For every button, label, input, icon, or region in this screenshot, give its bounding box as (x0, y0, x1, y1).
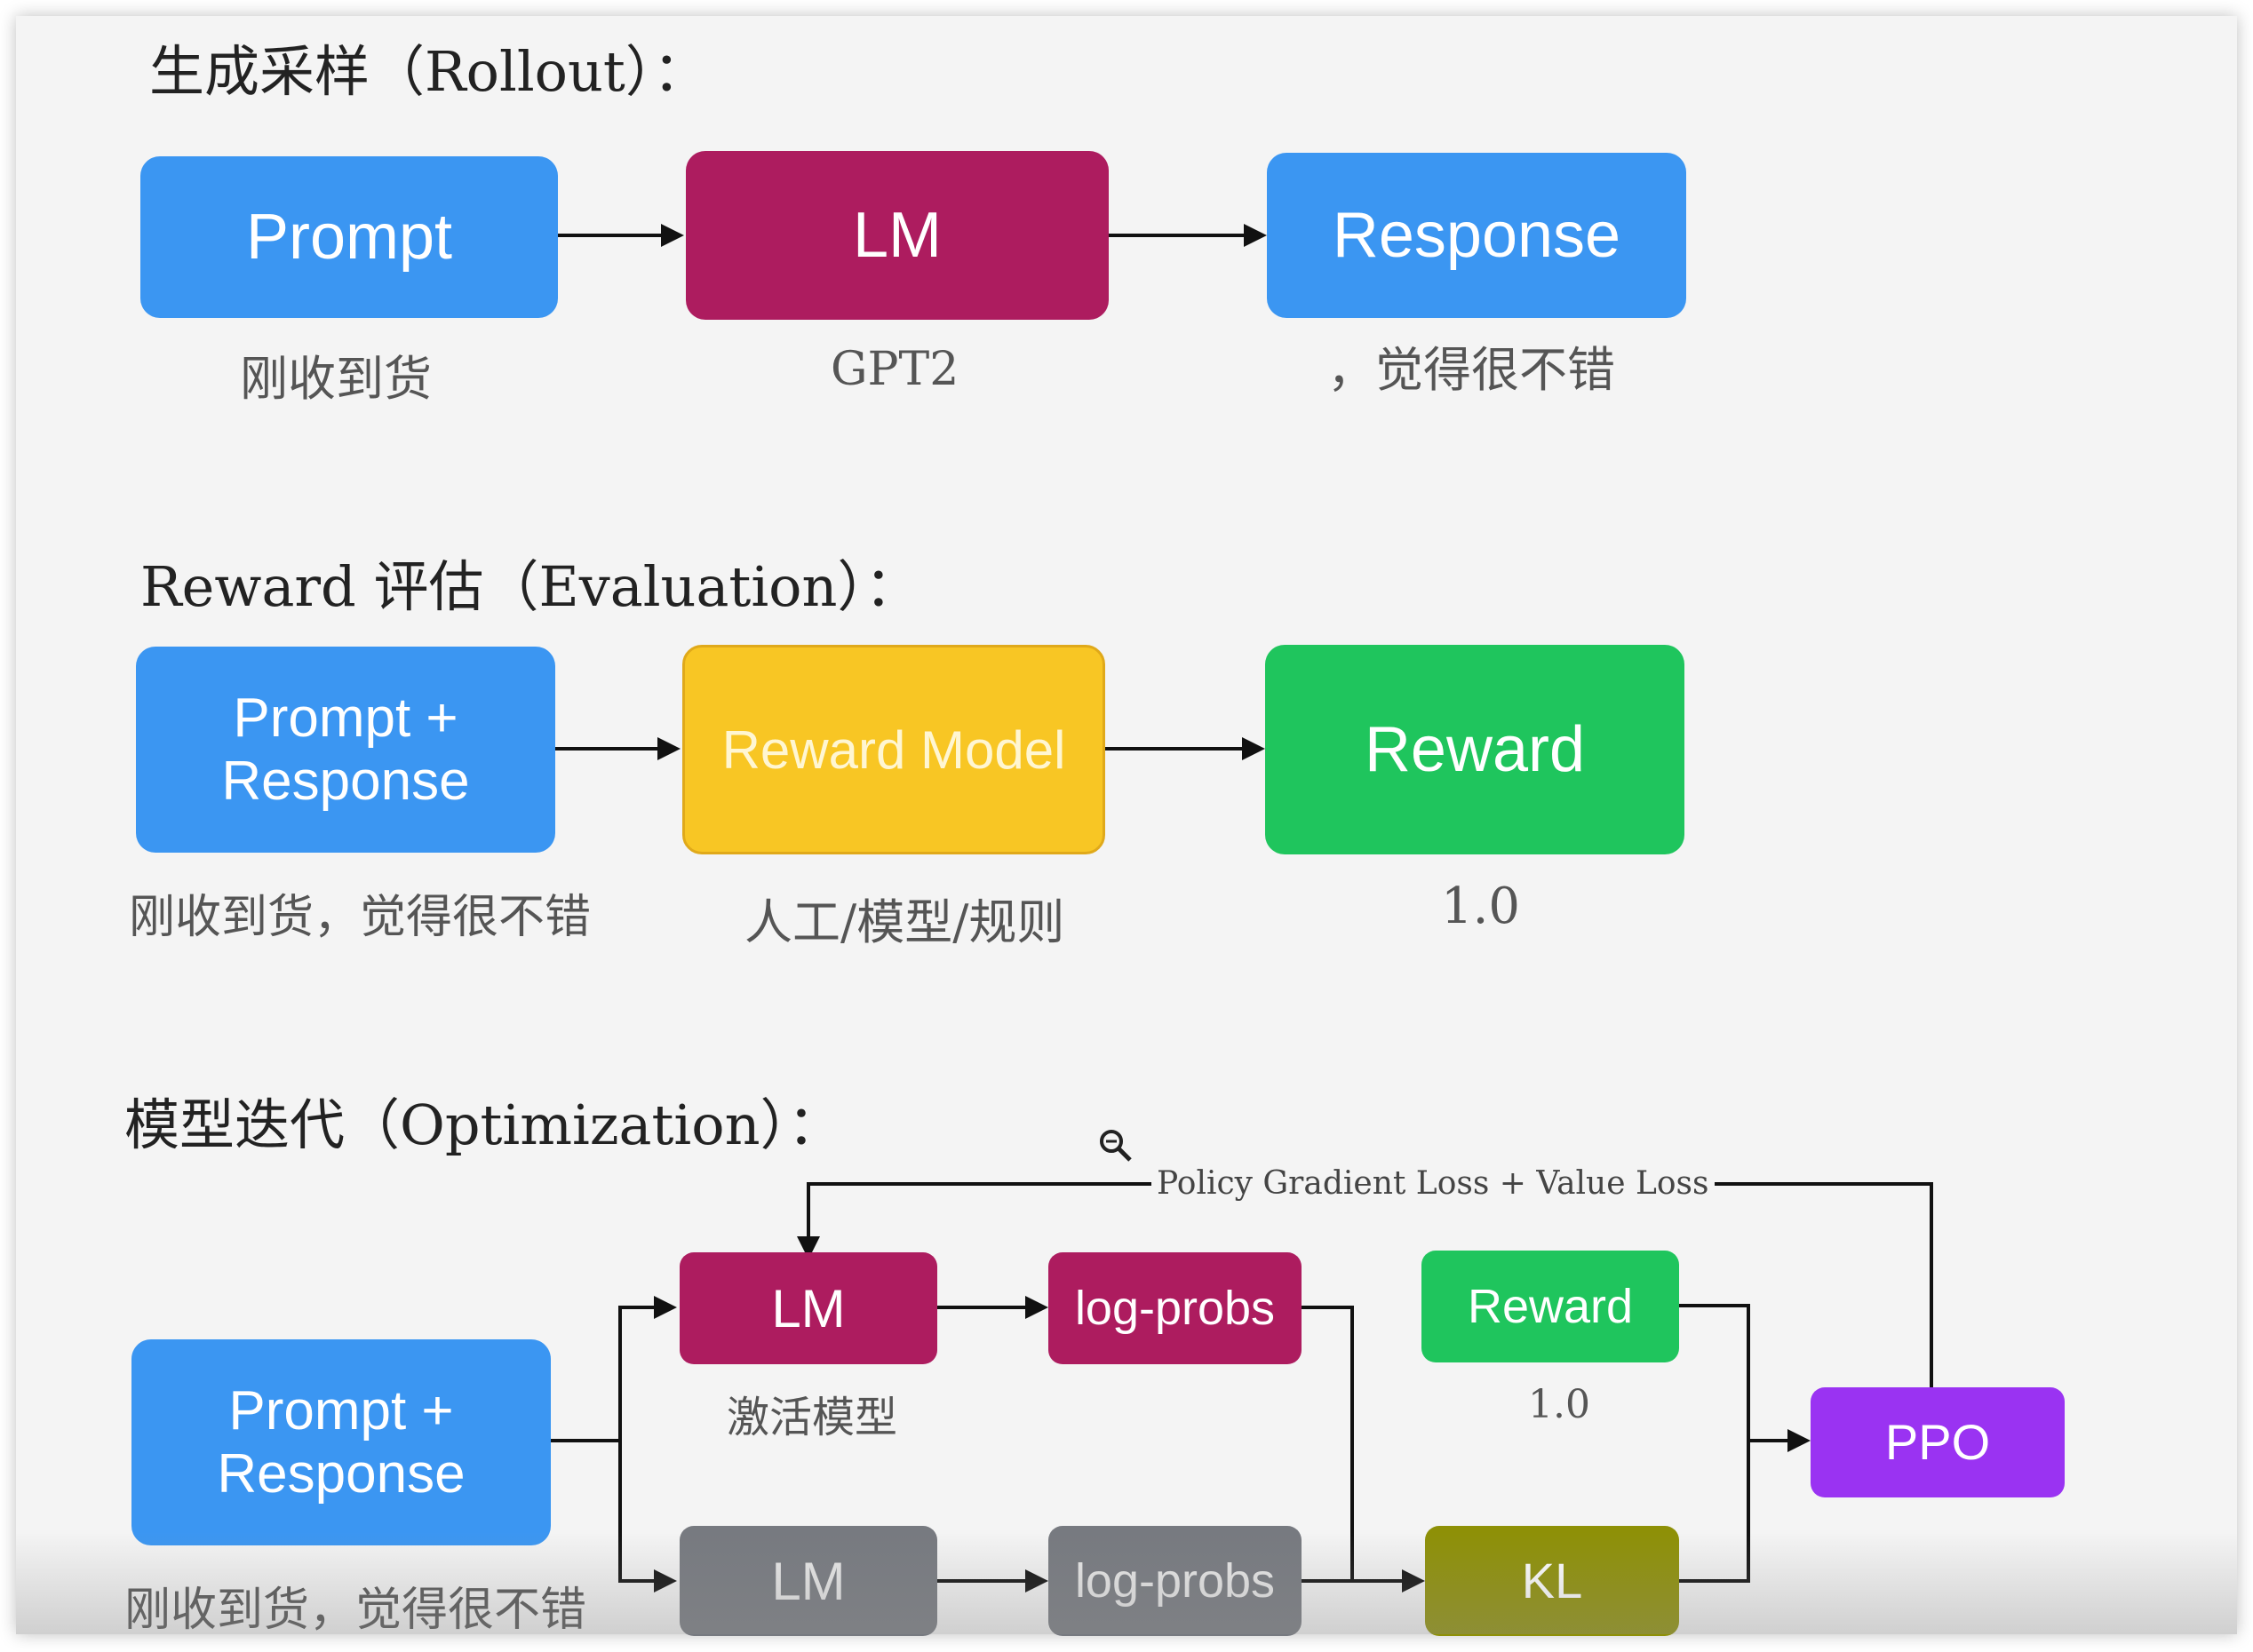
reward-model-box: Reward Model (682, 645, 1105, 854)
evaluation-input-caption: 刚收到货，觉得很不错 (129, 891, 592, 944)
prompt-response-box: Prompt + Response (136, 647, 555, 853)
arrowhead (657, 737, 681, 760)
arrow-input-to-ref-lm (618, 1441, 657, 1583)
active-lm-caption: 激活模型 (727, 1393, 898, 1442)
arrowhead (1242, 737, 1265, 760)
prompt-box: Prompt (140, 156, 558, 318)
section-title-rollout: 生成采样（Rollout）： (149, 39, 708, 104)
optimization-reward-box: Reward (1421, 1251, 1679, 1362)
arrowhead (1402, 1569, 1425, 1592)
response-box: Response (1267, 153, 1686, 318)
loss-label: Policy Gradient Loss + Value Loss (1151, 1165, 1715, 1202)
ppo-box: PPO (1811, 1387, 2065, 1497)
optimization-reward-caption: 1.0 (1528, 1382, 1590, 1427)
lm-box: LM (686, 151, 1109, 320)
reference-lm-box: LM (680, 1526, 937, 1636)
arrow-input-split (551, 1306, 657, 1442)
kl-box: KL (1425, 1526, 1679, 1636)
arrow-active-logprobs-to-kl (1302, 1306, 1354, 1581)
optimization-input-box: Prompt + Response (131, 1339, 551, 1545)
arrowhead (654, 1296, 677, 1319)
arrowhead (1025, 1569, 1048, 1592)
arrow-reward-to-ppo (1679, 1304, 1790, 1442)
optimization-input-caption: 刚收到货，觉得很不错 (124, 1584, 587, 1637)
arrowhead (1244, 224, 1267, 247)
reward-model-caption: 人工/模型/规则 (744, 894, 1065, 950)
prompt-caption: 刚收到货 (240, 351, 432, 407)
active-lm-box: LM (680, 1252, 937, 1364)
response-caption: ，觉得很不错 (1327, 342, 1615, 398)
section-title-evaluation: Reward 评估（Evaluation）： (140, 554, 920, 619)
arrowhead (654, 1569, 677, 1592)
arrowhead (1025, 1296, 1048, 1319)
lm-caption: GPT2 (831, 343, 959, 396)
arrowhead (797, 1236, 820, 1259)
arrowhead (1787, 1429, 1811, 1452)
active-logprobs-box: log-probs (1048, 1252, 1302, 1364)
arrow-ppo-feedback (807, 1182, 1933, 1387)
reward-value-caption: 1.0 (1441, 878, 1521, 935)
reference-logprobs-box: log-probs (1048, 1526, 1302, 1636)
reward-box: Reward (1265, 645, 1684, 854)
arrow-kl-to-ppo (1679, 1441, 1750, 1583)
section-title-optimization: 模型迭代（Optimization）： (124, 1092, 843, 1157)
zoom-out-icon[interactable] (1098, 1128, 1134, 1164)
arrowhead (661, 224, 684, 247)
